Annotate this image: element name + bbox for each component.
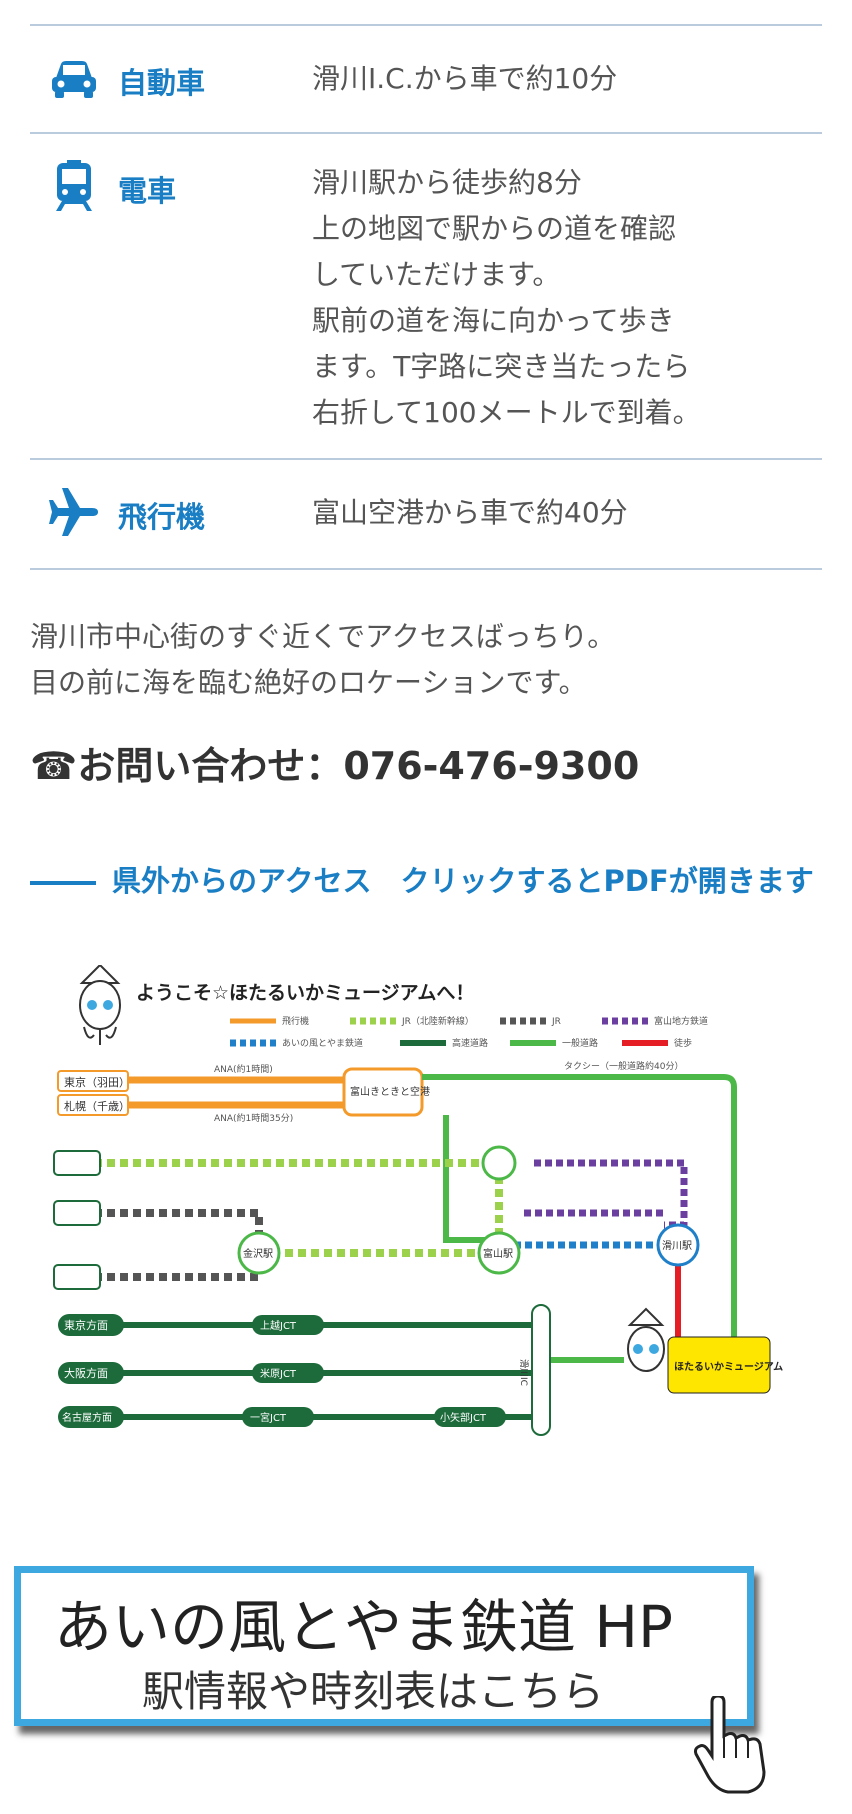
map-heading: ようこそ☆ほたるいかミュージアムへ！ xyxy=(136,982,474,1004)
access-row-train: 電車 滑川駅から徒歩約8分 上の地図で駅からの道を確認 していただけます。 駅前… xyxy=(30,132,822,460)
access-text-train-3: していただけます。 xyxy=(312,258,561,291)
legend-highway: 高速道路 xyxy=(452,1037,488,1049)
place-tokyo-dir: 東京方面 xyxy=(64,1318,108,1332)
intro-line-2: 目の前に海を臨む絶好のロケーションです。 xyxy=(30,666,587,699)
access-text-train-2: 上の地図で駅からの道を確認 xyxy=(312,212,677,245)
note-ana1: ANA(約1時間) xyxy=(214,1063,273,1075)
intro-text: 滑川市中心街のすぐ近くでアクセスばっちり。 目の前に海を臨む絶好のロケーションで… xyxy=(30,614,615,706)
legend-chitetsu: 富山地方鉄道 xyxy=(654,1015,708,1027)
access-label-plane: 飛行機 xyxy=(118,500,206,534)
access-text-train-4: 駅前の道を海に向かって歩き xyxy=(312,304,675,337)
legend-road: 一般道路 xyxy=(562,1037,598,1049)
mascot-icon xyxy=(79,965,121,1045)
train-icon xyxy=(56,160,92,211)
access-row-plane: 飛行機 富山空港から車で約40分 xyxy=(30,458,822,570)
intro-line-1: 滑川市中心街のすぐ近くでアクセスばっちり。 xyxy=(30,620,616,653)
pdf-access-link[interactable]: 県外からのアクセス クリックするとPDFが開きます xyxy=(112,864,814,898)
place-osaka-dir: 大阪方面 xyxy=(64,1366,108,1380)
heading-bar xyxy=(30,881,96,885)
place-toyama: 富山駅 xyxy=(483,1247,513,1260)
cta-subtitle: 駅情報や時刻表はこちら xyxy=(142,1667,605,1716)
place-tokyo: 東京（羽田） xyxy=(64,1075,130,1089)
access-label-train: 電車 xyxy=(118,174,177,208)
airplane-icon xyxy=(49,488,98,536)
access-row-car: 自動車 滑川I.C.から車で約10分 xyxy=(30,24,822,134)
place-namerikawa: 滑川駅 xyxy=(662,1240,692,1252)
note-ana2: ANA(約1時間35分) xyxy=(214,1112,293,1124)
note-taxi: タクシー（一般道路約40分） xyxy=(564,1060,683,1072)
place-ic: 滑川IC xyxy=(518,1359,529,1386)
access-text-car: 滑川I.C.から車で約10分 xyxy=(312,62,618,95)
place-sapporo: 札幌（千歳） xyxy=(64,1099,130,1113)
access-text-plane: 富山空港から車で約40分 xyxy=(312,496,628,529)
pointer-hand-icon xyxy=(694,1696,766,1794)
access-text-train-6: 右折して100メートルで到着。 xyxy=(312,396,701,429)
access-label-car: 自動車 xyxy=(118,66,206,100)
legend-shinkansen: JR（北陸新幹線） xyxy=(401,1015,474,1027)
place-jct4: 小矢部JCT xyxy=(440,1411,487,1424)
place-museum: ほたるいかミュージアム xyxy=(674,1361,783,1373)
place-nagoya-dir: 名古屋方面 xyxy=(62,1411,112,1424)
contact-phone[interactable]: ☎お問い合わせ：076-476-9300 xyxy=(30,744,640,788)
cta-box[interactable] xyxy=(14,1566,754,1726)
ainokaze-railway-hp-button[interactable]: あいの風とやま鉄道 HP 駅情報や時刻表はこちら xyxy=(14,1566,776,1738)
legend-air: 飛行機 xyxy=(282,1015,309,1027)
place-airport: 富山きときと空港 xyxy=(350,1085,430,1098)
place-jct3: 一宮JCT xyxy=(250,1411,287,1424)
legend-walk: 徒歩 xyxy=(674,1037,692,1049)
access-text-train-5: ます。T字路に突き当たったら xyxy=(312,350,691,383)
legend-jr: JR xyxy=(551,1017,561,1027)
museum-mascot-icon xyxy=(627,1307,665,1372)
access-route-map[interactable]: ようこそ☆ほたるいかミュージアムへ！ 飛行機 JR（北陸新幹線） JR 富山地方… xyxy=(44,965,814,1500)
legend-ainokaze: あいの風とやま鉄道 xyxy=(282,1037,363,1049)
place-kanazawa: 金沢駅 xyxy=(243,1247,273,1260)
access-text-train-1: 滑川駅から徒歩約8分 xyxy=(312,166,582,199)
cta-title: あいの風とやま鉄道 HP xyxy=(54,1593,674,1661)
map-legend: 飛行機 JR（北陸新幹線） JR 富山地方鉄道 あいの風とやま鉄道 高速道路 一… xyxy=(230,1015,708,1049)
place-jct2: 米原JCT xyxy=(260,1367,297,1380)
place-jct1: 上越JCT xyxy=(260,1319,297,1332)
car-icon xyxy=(52,61,96,98)
